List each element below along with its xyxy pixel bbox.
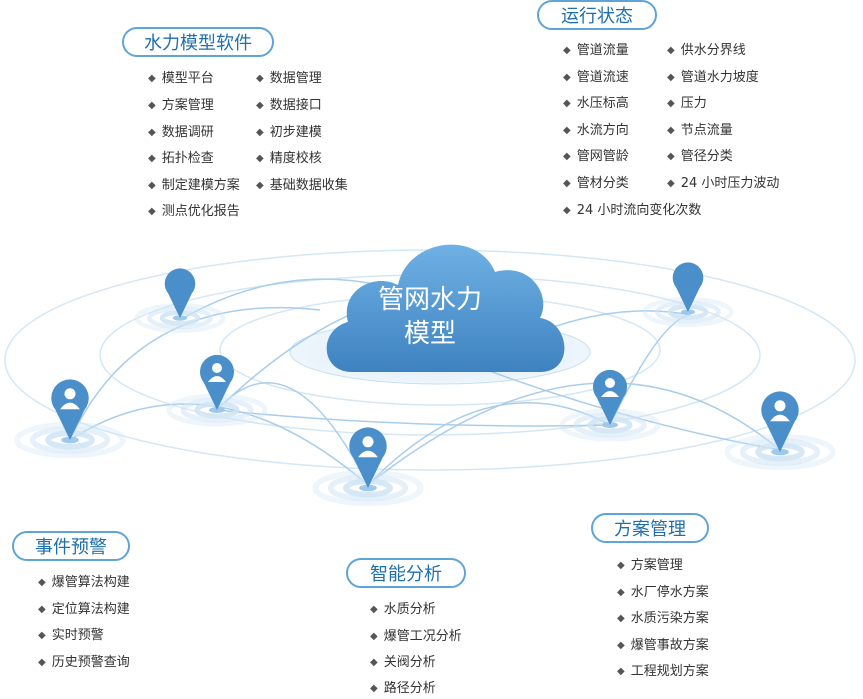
list-item: 管材分类 — [563, 175, 629, 193]
list-item: 水厂停水方案 — [617, 584, 709, 602]
list-item: 工程规划方案 — [617, 663, 709, 681]
cloud-shape — [326, 244, 565, 372]
list-item: 制定建模方案 — [148, 177, 240, 195]
location-pin-icon — [134, 268, 226, 333]
list-item: 历史预警查询 — [38, 654, 130, 672]
list-item: 定位算法构建 — [38, 601, 130, 619]
section-title-event-warning: 事件预警 — [12, 531, 130, 561]
list-item: 路径分析 — [370, 680, 436, 698]
location-pin-icon — [14, 379, 126, 459]
location-pin-icon — [724, 391, 836, 471]
list-item: 模型平台 — [148, 70, 214, 88]
location-pin-icon — [312, 427, 424, 507]
list-item: 实时预警 — [38, 627, 104, 645]
section-title-model-software: 水力模型软件 — [122, 27, 274, 57]
list-item: 管道水力坡度 — [667, 69, 759, 87]
center-title: 管网水力 模型 — [330, 283, 530, 351]
list-item: 节点流量 — [667, 122, 733, 140]
list-item: 拓扑检查 — [148, 150, 214, 168]
list-item: 供水分界线 — [667, 42, 746, 60]
list-item: 水质分析 — [370, 601, 436, 619]
section-title-running-status: 运行状态 — [537, 0, 657, 30]
list-item: 24 小时流向变化次数 — [563, 202, 702, 220]
list-item: 测点优化报告 — [148, 203, 240, 221]
list-item: 水压标高 — [563, 95, 629, 113]
list-item: 水流方向 — [563, 122, 629, 140]
list-item: 压力 — [667, 95, 707, 113]
list-item: 数据管理 — [256, 70, 322, 88]
list-item: 管道流量 — [563, 42, 629, 60]
center-title-line2: 模型 — [403, 319, 456, 349]
list-item: 爆管算法构建 — [38, 574, 130, 592]
center-title-line1: 管网水力 — [377, 285, 482, 315]
list-item: 初步建模 — [256, 124, 322, 142]
list-item: 管道流速 — [563, 69, 629, 87]
location-pin-icon — [166, 354, 268, 427]
section-title-smart-analysis: 智能分析 — [346, 558, 466, 588]
list-item: 基础数据收集 — [256, 177, 348, 195]
list-item: 数据调研 — [148, 124, 214, 142]
list-item: 方案管理 — [617, 557, 683, 575]
list-item: 管网管龄 — [563, 148, 629, 166]
list-item: 水质污染方案 — [617, 610, 709, 628]
list-item: 数据接口 — [256, 97, 322, 115]
list-item: 爆管工况分析 — [370, 628, 462, 646]
list-item: 方案管理 — [148, 97, 214, 115]
list-item: 24 小时压力波动 — [667, 175, 780, 193]
list-item: 关阀分析 — [370, 654, 436, 672]
list-item: 爆管事故方案 — [617, 637, 709, 655]
location-pin-icon — [559, 369, 661, 442]
list-item: 管径分类 — [667, 148, 733, 166]
section-title-plan-management: 方案管理 — [591, 513, 709, 543]
list-item: 精度校核 — [256, 150, 322, 168]
location-pin-icon — [642, 262, 734, 327]
